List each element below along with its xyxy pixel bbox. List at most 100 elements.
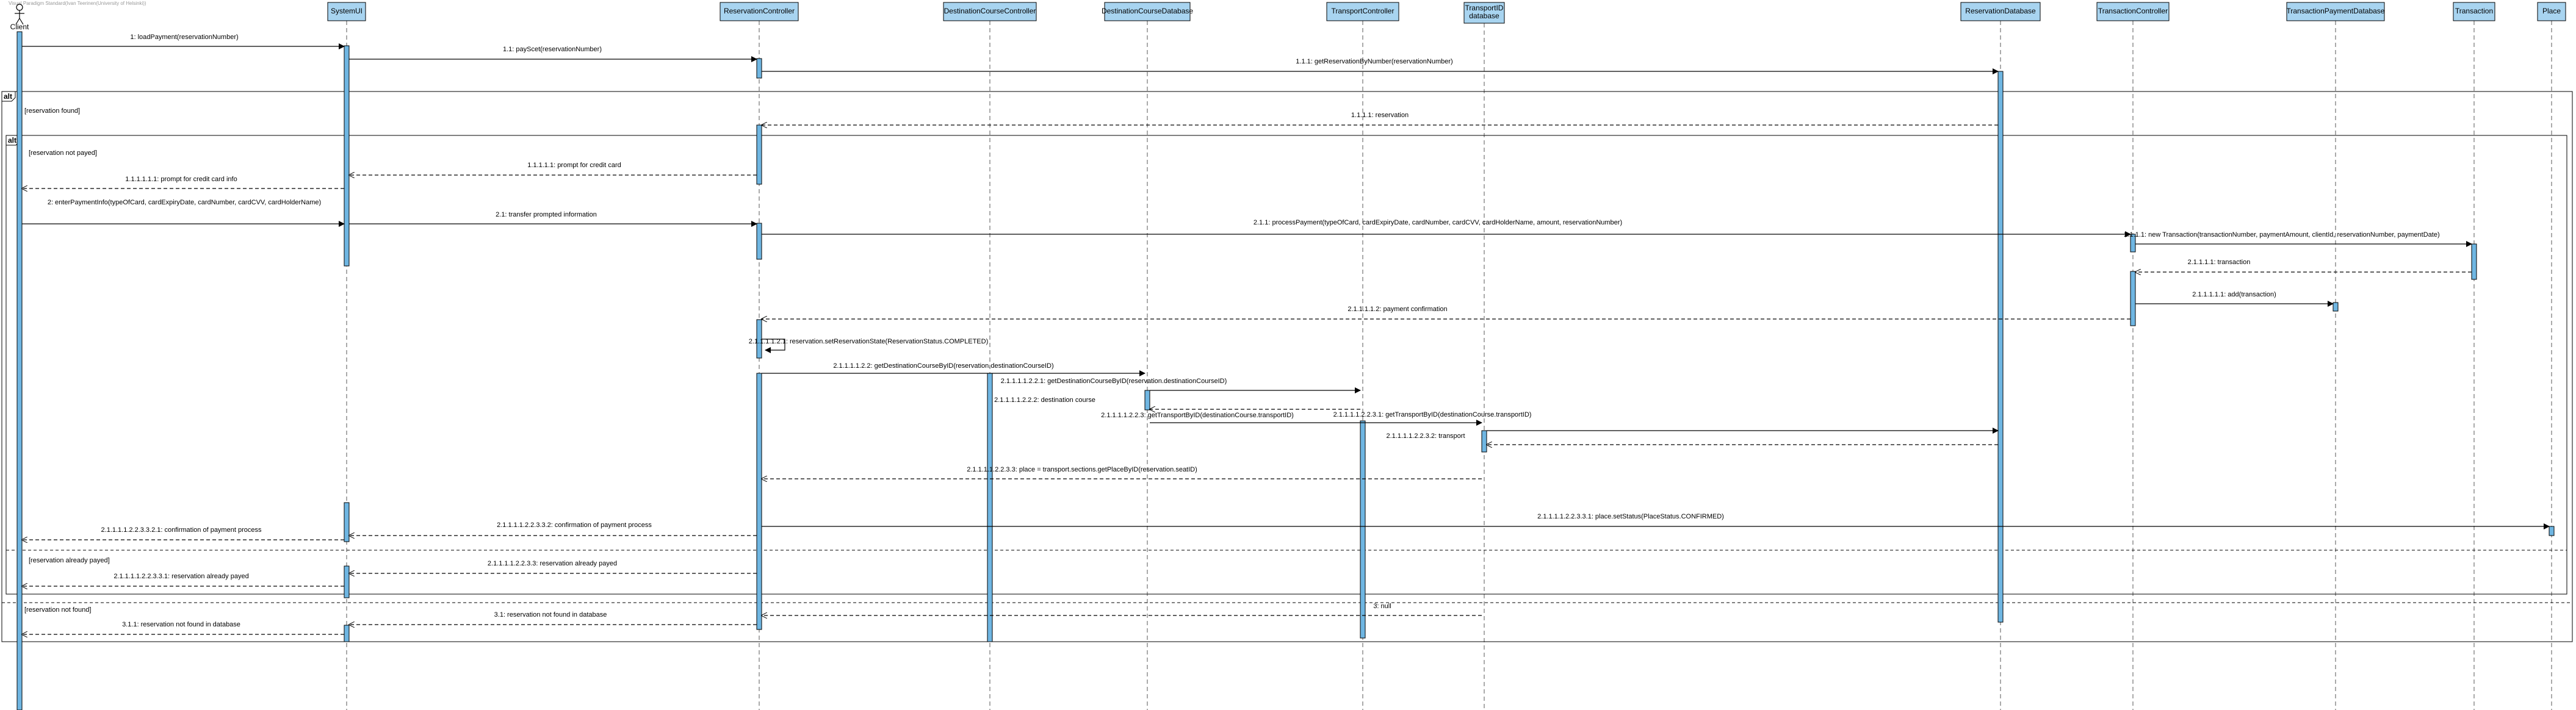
- guard-reservation-already-payed: [reservation already payed]: [29, 557, 110, 564]
- svg-text:ReservationController: ReservationController: [724, 7, 795, 15]
- combined-fragments-group: alt [reservation found] [reservation not f…: [1, 91, 2573, 642]
- activation-bar: [2549, 526, 2555, 536]
- alt-frame-inner: alt [reservation not payed] [reservation a…: [5, 135, 2567, 595]
- message-label: 2.1.1.1.1.2.2.2: destination course: [994, 396, 1095, 404]
- activation-bar: [756, 373, 762, 630]
- svg-text:SystemUI: SystemUI: [331, 7, 363, 15]
- message-label: 3.1: reservation not found in database: [494, 611, 607, 619]
- activation-bar: [2332, 302, 2339, 312]
- message-label: 2.1: transfer prompted information: [496, 211, 597, 218]
- message-label: 2: enterPaymentInfo(typeOfCard, cardExpi…: [48, 199, 321, 206]
- svg-text:Place: Place: [2542, 7, 2561, 15]
- message-label: 1.1: payScet(reservationNumber): [503, 46, 602, 53]
- svg-text:TransactionPaymentDatabase: TransactionPaymentDatabase: [2287, 7, 2385, 15]
- message-return: 3: null: [762, 603, 1482, 615]
- svg-text:alt: alt: [8, 136, 16, 145]
- activation-bar: [344, 45, 350, 267]
- message-call: 2.1.1: processPayment(typeOfCard, cardEx…: [762, 219, 2131, 237]
- participant-transportcontroller: TransportController: [1326, 2, 1399, 21]
- message-label: 1.1.1.1: reservation: [1351, 112, 1409, 119]
- participant-destinationcoursedatabase: DestinationCourseDatabase: [1102, 2, 1193, 21]
- activation-bar: [344, 502, 350, 542]
- message-call: 1.1.1: getReservationByNumber(reservatio…: [762, 58, 1999, 74]
- activation-bar: [756, 223, 762, 260]
- activation-bar: [1997, 71, 2004, 623]
- message-return: 2.1.1.1.1.2: payment confirmation: [762, 306, 2130, 319]
- participant-reservationcontroller: ReservationController: [720, 2, 799, 21]
- svg-text:DestinationCourseController: DestinationCourseController: [944, 7, 1036, 15]
- svg-text:TransportController: TransportController: [1332, 7, 1394, 15]
- message-label: 1: loadPayment(reservationNumber): [130, 34, 238, 41]
- message-label: 2.1.1.1.1.2.2.3.3: reservation already p…: [488, 560, 617, 567]
- activation-bar: [344, 625, 350, 642]
- activation-bar: [2471, 243, 2477, 280]
- message-return: 1.1.1.1.1.1: prompt for credit card info: [22, 176, 344, 188]
- svg-text:TransactionController: TransactionController: [2098, 7, 2168, 15]
- participant-systemui: SystemUI: [327, 2, 366, 21]
- message-call: 2.1.1.1.1.1: add(transaction): [2135, 291, 2334, 307]
- message-label: 2.1.1.1.1.2.2.3: getTransportByID(destin…: [1101, 412, 1294, 419]
- message-call: 2.1.1.1.1.2.2.3: getTransportByID(destin…: [1101, 412, 1482, 426]
- activation-bar: [344, 565, 350, 598]
- activation-bar: [987, 373, 993, 642]
- participants-group: Client SystemUI ReservationController Desti…: [10, 2, 2566, 31]
- actor-stick-figure-icon: [15, 4, 24, 25]
- message-return: 2.1.1.1.1.2.2.3.3.2: confirmation of pay…: [349, 522, 757, 536]
- message-label: 2.1.1.1.1.2.2.3.3: place = transport.sec…: [967, 466, 1197, 473]
- svg-text:ReservationDatabase: ReservationDatabase: [1965, 7, 2036, 15]
- message-label: 1.1.1.1.1.1: prompt for credit card info: [125, 176, 237, 183]
- activation-bar: [756, 124, 762, 185]
- message-label: 2.1.1.1.1.1: add(transaction): [2192, 291, 2276, 298]
- message-label: 3.1.1: reservation not found in database: [122, 621, 240, 628]
- actor-label: Client: [10, 23, 29, 31]
- message-label: 2.1.1.1.1.2.2.1: getDestinationCourseByI…: [1001, 378, 1227, 385]
- participant-place: Place: [2537, 2, 2566, 21]
- activation-bar: [16, 31, 23, 710]
- message-call: 2.1: transfer prompted information: [349, 211, 757, 227]
- activations-group: [16, 31, 2555, 710]
- guard-reservation-found: [reservation found]: [24, 107, 80, 115]
- message-call: 2: enterPaymentInfo(typeOfCard, cardExpi…: [22, 199, 345, 227]
- message-return: 2.1.1.1.1.2.2.2: destination course: [994, 396, 1360, 409]
- message-label: 1.1.1.1.1: prompt for credit card: [527, 162, 621, 169]
- guard-reservation-not-payed: [reservation not payed]: [29, 149, 97, 157]
- activation-bar: [1360, 420, 1366, 639]
- message-call: 1.1: payScet(reservationNumber): [349, 46, 757, 62]
- lifelines-group: [19, 21, 2552, 710]
- guard-reservation-not-found: [reservation not found]: [24, 606, 91, 614]
- svg-text:TransportID: TransportID: [1465, 4, 1504, 12]
- message-label: 1.1.1: getReservationByNumber(reservatio…: [1296, 58, 1452, 65]
- message-label: 2.1.1.1.1.2.2.3.3.1: place.setStatus(Pla…: [1537, 513, 1724, 520]
- activation-bar: [1481, 430, 1487, 453]
- message-return: 1.1.1.1: reservation: [762, 112, 1998, 125]
- message-label: 2.1.1: processPayment(typeOfCard, cardEx…: [1254, 219, 1622, 226]
- message-call: 1: loadPayment(reservationNumber): [22, 34, 345, 49]
- message-label: 2.1.1.1.1.2.2.3.2: transport: [1386, 432, 1465, 440]
- participant-transactionpaymentdatabase: TransactionPaymentDatabase: [2286, 2, 2385, 21]
- message-return: 2.1.1.1.1.2.2.3.3.1: reservation already…: [22, 573, 344, 586]
- message-label: 2.1.1.1.1.2.1: reservation.setReservatio…: [749, 338, 989, 345]
- activation-bar: [2130, 271, 2136, 326]
- messages-group: 1: loadPayment(reservationNumber) 1.1: pa…: [22, 34, 2550, 634]
- message-call: 2.1.1.1.1.2.2.1: getDestinationCourseByI…: [1001, 378, 1361, 393]
- svg-text:alt: alt: [4, 92, 12, 101]
- message-label: 2.1.1.1: new Transaction(transactionNumb…: [2124, 231, 2439, 238]
- svg-text:Transaction: Transaction: [2455, 7, 2493, 15]
- participant-reservationdatabase: ReservationDatabase: [1960, 2, 2041, 21]
- message-return: 3.1.1: reservation not found in database: [22, 621, 344, 634]
- activation-bar: [2130, 234, 2136, 253]
- message-label: 2.1.1.1.1.2.2.3.3.1: reservation already…: [114, 573, 248, 580]
- participant-transactioncontroller: TransactionController: [2096, 2, 2170, 21]
- message-call: 2.1.1.1.1.2.2.3.3.1: place.setStatus(Pla…: [762, 513, 2550, 529]
- message-call: 2.1.1.1.1.2.2: getDestinationCourseByID(…: [762, 362, 1145, 376]
- svg-text:DestinationCourseDatabase: DestinationCourseDatabase: [1102, 7, 1193, 15]
- message-return: 2.1.1.1.1.2.2.3.2: transport: [1386, 432, 1998, 445]
- message-return: 1.1.1.1.1: prompt for credit card: [349, 162, 757, 175]
- message-self-call: 2.1.1.1.1.2.1: reservation.setReservatio…: [749, 338, 989, 353]
- message-call: 2.1.1.1: new Transaction(transactionNumb…: [2124, 231, 2472, 247]
- message-return: 2.1.1.1.1: transaction: [2135, 259, 2472, 272]
- svg-text:database: database: [1469, 12, 1499, 20]
- activation-bar: [756, 58, 762, 79]
- participant-transaction: Transaction: [2453, 2, 2495, 21]
